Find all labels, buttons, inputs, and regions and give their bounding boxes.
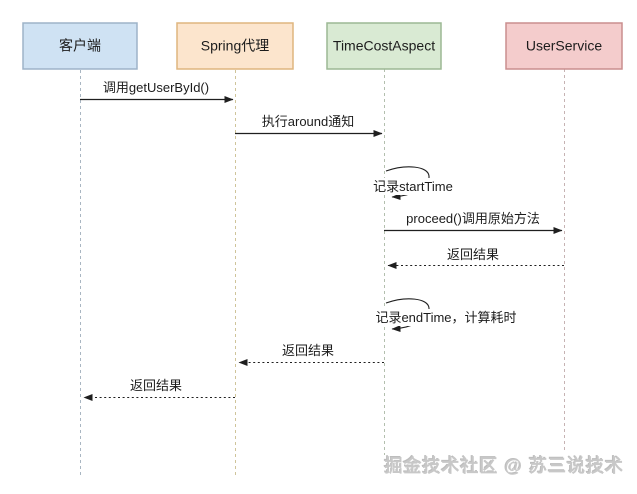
participant-client: 客户端 — [22, 22, 138, 70]
message-label-return-to-aspect: 返回结果 — [443, 246, 503, 263]
participant-userservice: UserService — [505, 22, 623, 70]
message-label-return-to-proxy: 返回结果 — [278, 342, 338, 359]
participant-client-label: 客户端 — [59, 38, 101, 54]
participant-spring-proxy-box — [176, 22, 294, 70]
message-label-return-to-client: 返回结果 — [126, 377, 186, 394]
participant-client-box — [22, 22, 138, 70]
arrow-self-record-endtime — [385, 298, 430, 333]
participant-timecostaspect: TimeCostAspect — [326, 22, 442, 70]
message-label-call-getuserbyid: 调用getUserById() — [99, 79, 213, 96]
message-label-record-endtime: 记录endTime，计算耗时 — [372, 309, 520, 326]
message-label-around-advice: 执行around通知 — [258, 113, 358, 130]
participant-spring-proxy-label: Spring代理 — [201, 38, 269, 54]
participant-timecostaspect-box — [326, 22, 442, 70]
participant-userservice-box — [505, 22, 623, 70]
watermark: 掘金技术社区 @ 苏三说技术 — [384, 456, 624, 476]
participant-spring-proxy: Spring代理 — [176, 22, 294, 70]
participant-timecostaspect-label: TimeCostAspect — [333, 38, 435, 54]
message-label-proceed-call: proceed()调用原始方法 — [403, 210, 543, 227]
message-label-record-starttime: 记录startTime — [370, 178, 456, 195]
participant-userservice-label: UserService — [526, 38, 602, 54]
